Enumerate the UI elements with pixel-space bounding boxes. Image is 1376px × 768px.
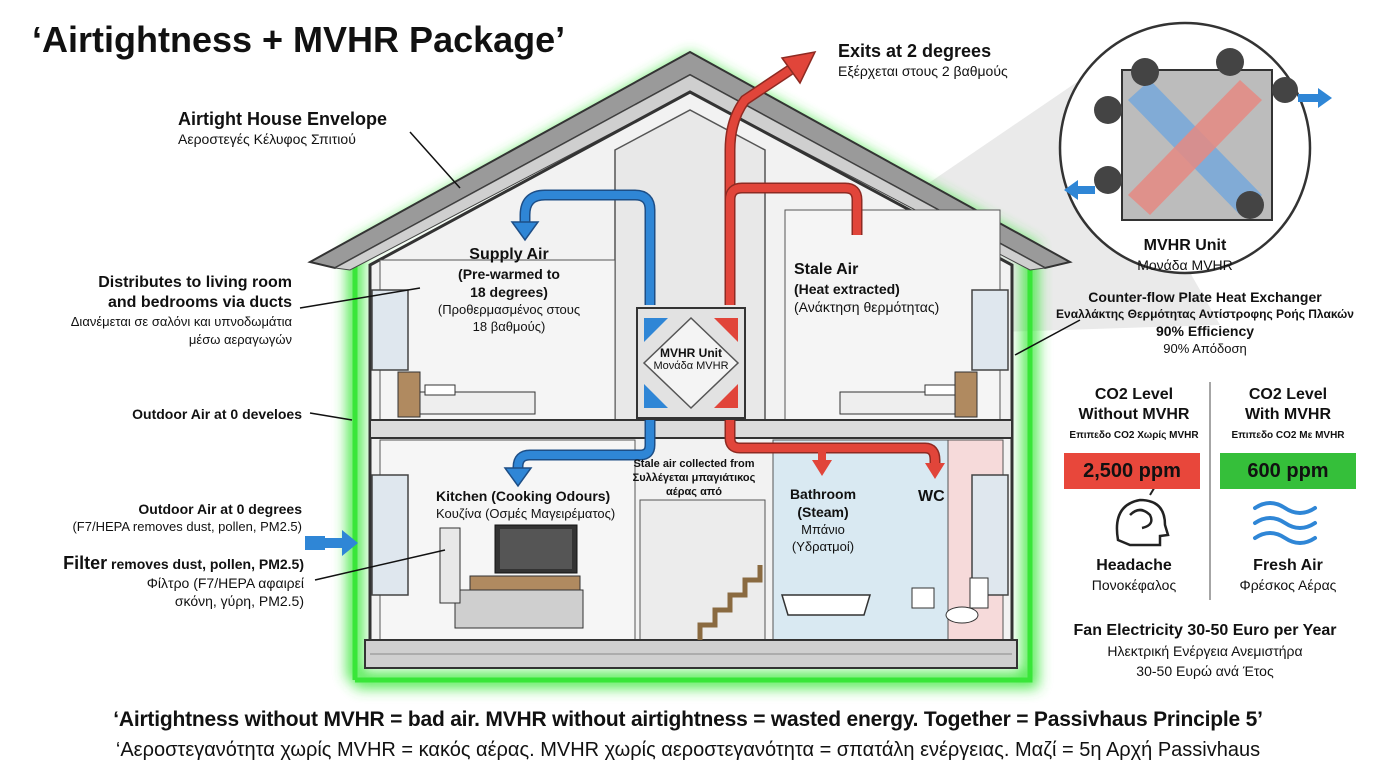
fresh-air-icon (1253, 501, 1317, 545)
outdoor-air-lower-label: Outdoor Air at 0 degrees (F7/HEPA remove… (20, 500, 302, 535)
co2-with-title-2: With MVHR (1244, 406, 1332, 423)
headache-greek: Πονοκέφαλος (1091, 577, 1177, 593)
filter-label: Filter removes dust, pollen, PM2.5) Φίλτ… (20, 553, 304, 610)
supply-ducts (305, 189, 656, 556)
unit-box-greek: Μονάδα MVHR (653, 360, 729, 372)
fan-electricity-title: Fan Electricity 30-50 Euro per Year (1073, 622, 1337, 639)
stale-air-label: Stale Air (Heat extracted) (Ανάκτηση θερ… (794, 260, 939, 316)
detail-unit-title: MVHR Unit (1143, 237, 1227, 254)
beds (397, 371, 978, 418)
page-title: ‘Airtightness + MVHR Package’ (32, 19, 566, 60)
co2-with-title-1: CO2 Level (1248, 386, 1328, 403)
filter-greek-2: σκόνη, γύρη, PM2.5) (174, 593, 304, 609)
exchanger-label: Counter-flow Plate Heat Exchanger Εναλλά… (1040, 288, 1370, 357)
stale-collected-line-3: αέρας από (666, 486, 722, 498)
distributes-greek-2: μέσω αεραγωγών (188, 332, 292, 347)
co2-without-title-2: Without MVHR (1078, 406, 1190, 423)
supply-air-title: Supply Air (469, 246, 549, 263)
bathroom-title-2: (Steam) (797, 504, 849, 520)
outdoor-air-lower-title: Outdoor Air at 0 degrees (138, 501, 302, 517)
supply-air-sub-1: (Pre-warmed to (458, 266, 560, 282)
fresh-air-greek: Φρέσκος Αέρας (1239, 577, 1337, 593)
fan-electricity-greek-1: Ηλεκτρική Ενέργεια Ανεμιστήρα (1107, 643, 1303, 659)
co2-with-effect: Fresh Air Φρέσκος Αέρας (1218, 556, 1358, 594)
distributes-greek-1: Διανέμεται σε σαλόνι και υπνοδωμάτια (70, 314, 292, 329)
filter-rest: removes dust, pollen, PM2.5) (107, 556, 304, 572)
supply-air-greek-2: 18 βαθμούς) (472, 319, 546, 334)
bathroom-label: Bathroom (Steam) Μπάνιο (Υδρατμοί) (778, 485, 868, 555)
detail-unit-label: MVHR Unit Μονάδα MVHR (1085, 236, 1285, 274)
co2-without-title-1: CO2 Level (1094, 386, 1174, 403)
co2-with-panel: CO2 Level With MVHR Επιπεδο CO2 Με MVHR (1218, 385, 1358, 447)
footer-english: ‘Airtightness without MVHR = bad air. MV… (113, 708, 1263, 731)
filter-title: Filter (63, 553, 108, 573)
supply-air-sub-2: 18 degrees) (470, 284, 548, 300)
efficiency-title: 90% Efficiency (1155, 323, 1255, 339)
envelope-title: Airtight House Envelope (178, 109, 388, 129)
bathroom-greek-1: Μπάνιο (801, 522, 845, 537)
headache-label: Headache (1096, 557, 1172, 574)
kitchen-title: Kitchen (Cooking Odours) (436, 488, 611, 504)
outdoor-air-lower-sub: (F7/HEPA removes dust, pollen, PM2.5) (72, 519, 302, 534)
bathroom-fixtures (780, 577, 989, 624)
supply-air-greek-1: (Προθερμασμένος στους (437, 302, 581, 317)
bathroom-title-1: Bathroom (789, 486, 857, 502)
distributes-title-1: Distributes to living room (98, 274, 292, 291)
unit-box-label: MVHR Unit Μονάδα MVHR (640, 346, 742, 373)
extract-ducts (724, 50, 945, 479)
bathroom-greek-2: (Υδρατμοί) (791, 539, 855, 554)
detail-unit-greek: Μονάδα MVHR (1137, 257, 1233, 273)
leader-lines (299, 131, 1081, 581)
distributes-title-2: and bedrooms via ducts (107, 294, 292, 311)
fresh-air-label: Fresh Air (1253, 557, 1323, 574)
footer-greek: ‘Αεροστεγανότητα χωρίς MVHR = κακός αέρα… (115, 739, 1261, 761)
efficiency-greek: 90% Απόδοση (1163, 341, 1247, 356)
exits-title: Exits at 2 degrees (838, 41, 992, 61)
windows (371, 289, 1009, 596)
co2-without-effect: Headache Πονοκέφαλος (1064, 556, 1204, 594)
exchanger-greek: Εναλλάκτης Θερμότητας Αντίστροφης Ροής Π… (1056, 307, 1354, 321)
exits-greek: Εξέρχεται στους 2 βαθμούς (838, 63, 1008, 79)
exits-label: Exits at 2 degrees Εξέρχεται στους 2 βαθ… (838, 40, 1008, 80)
stale-air-greek: (Ανάκτηση θερμότητας) (794, 299, 940, 315)
fan-electricity-greek-2: 30-50 Ευρώ ανά Έτος (1136, 663, 1274, 679)
stale-collected-line-2: Συλλέγεται μπαγιάτικος (632, 472, 756, 484)
envelope-label: Airtight House Envelope Αεροστεγές Κέλυφ… (178, 108, 387, 148)
co2-without-value: 2,500 ppm (1064, 453, 1200, 489)
wc-label: WC (918, 488, 945, 505)
envelope-greek: Αεροστεγές Κέλυφος Σπιτιού (178, 131, 356, 147)
exchanger-title: Counter-flow Plate Heat Exchanger (1088, 289, 1322, 305)
stale-air-sub: (Heat extracted) (794, 281, 900, 297)
co2-with-greek: Επιπεδο CO2 Με MVHR (1231, 430, 1345, 441)
stale-collected-label: Stale air collected from Συλλέγεται μπαγ… (620, 457, 768, 499)
stairs (697, 565, 763, 640)
living-room-furniture (439, 524, 584, 629)
unit-box-title: MVHR Unit (660, 346, 722, 360)
kitchen-label: Kitchen (Cooking Odours) Κουζίνα (Οσμές … (436, 487, 615, 522)
co2-with-value: 600 ppm (1220, 453, 1356, 489)
stale-air-title: Stale Air (794, 261, 859, 278)
filter-greek-1: Φίλτρο (F7/HEPA αφαιρεί (146, 575, 304, 591)
mvhr-unit-box (636, 307, 746, 419)
outdoor-air-upper-label: Outdoor Air at 0 develoes (132, 406, 302, 422)
co2-without-panel: CO2 Level Without MVHR Επιπεδο CO2 Χωρίς… (1064, 385, 1204, 447)
fan-electricity-label: Fan Electricity 30-50 Euro per Year Ηλεκ… (1050, 621, 1360, 681)
supply-air-label: Supply Air (Pre-warmed to 18 degrees) (Π… (425, 245, 593, 335)
co2-without-greek: Επιπεδο CO2 Χωρίς MVHR (1069, 430, 1199, 441)
stale-collected-line-1: Stale air collected from (633, 458, 755, 470)
mvhr-detail-circle (1058, 21, 1332, 275)
kitchen-greek: Κουζίνα (Οσμές Μαγειρέματος) (436, 506, 616, 521)
distributes-label: Distributes to living room and bedrooms … (20, 273, 292, 349)
